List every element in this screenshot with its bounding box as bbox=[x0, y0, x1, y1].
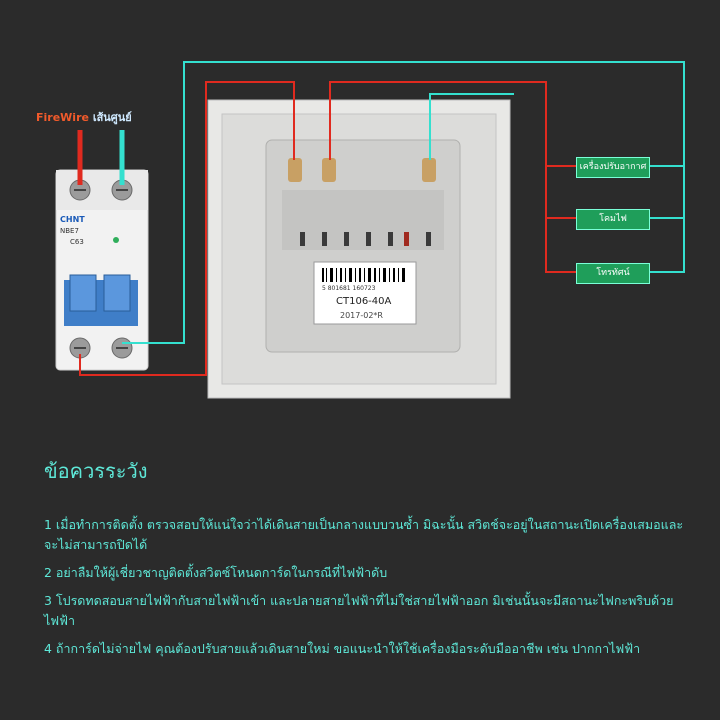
live-wire bbox=[79, 81, 295, 376]
breaker-model: NBE7 bbox=[60, 227, 79, 235]
cautions-section: ข้อควรระวัง 1 เมื่อทำการติดตั้ง ตรวจสอบใ… bbox=[44, 455, 684, 661]
neutral-to-lamp bbox=[650, 166, 685, 219]
caution-item-4: 4 ถ้าการ์ดไม่จ่ายไฟ คุณต้องปรับสายแล้วเด… bbox=[44, 641, 641, 656]
neutral-to-switch bbox=[429, 93, 514, 160]
breaker-brand: CHNT bbox=[60, 215, 85, 224]
label-television: โทรทัศน์ bbox=[576, 263, 650, 284]
wire-legend: FireWire เส้นศูนย์ bbox=[36, 108, 132, 126]
live-to-lamp bbox=[545, 166, 576, 219]
label-air-conditioner: เครื่องปรับอากาศ bbox=[576, 157, 650, 178]
circuit-breaker: CHNT NBE7 C63 bbox=[55, 169, 149, 371]
caution-item-3: 3 โปรดทดสอบสายไฟฟ้ากับสายไฟฟ้าเข้า และปล… bbox=[44, 593, 674, 628]
label-lamp: โคมไฟ bbox=[576, 209, 650, 230]
neutral-wire bbox=[122, 61, 685, 344]
live-to-tv bbox=[545, 218, 576, 273]
caution-item-1: 1 เมื่อทำการติดตั้ง ตรวจสอบให้แน่ใจว่าได… bbox=[44, 517, 684, 552]
switch-model: CT106-40A bbox=[336, 296, 392, 307]
neutral-wire-label: เส้นศูนย์ bbox=[92, 111, 132, 124]
barcode-number: 5 801681 160723 bbox=[322, 285, 376, 292]
switch-plate: 5 801681 160723 CT106-40A 2017-02*R bbox=[207, 99, 511, 399]
switch-date: 2017-02*R bbox=[340, 311, 383, 320]
breaker-rating: C63 bbox=[70, 238, 84, 246]
fire-wire-label: FireWire bbox=[36, 111, 89, 124]
neutral-to-tv bbox=[650, 218, 685, 273]
cautions-title: ข้อควรระวัง bbox=[44, 459, 148, 483]
live-to-ac bbox=[329, 81, 576, 167]
wiring-diagram: CHNT NBE7 C63 bbox=[55, 61, 685, 399]
caution-item-2: 2 อย่าลืมให้ผู้เชี่ยวชาญติดตั้งสวิตซ์โหน… bbox=[44, 565, 388, 580]
cautions-list: 1 เมื่อทำการติดตั้ง ตรวจสอบให้แน่ใจว่าได… bbox=[44, 515, 684, 659]
